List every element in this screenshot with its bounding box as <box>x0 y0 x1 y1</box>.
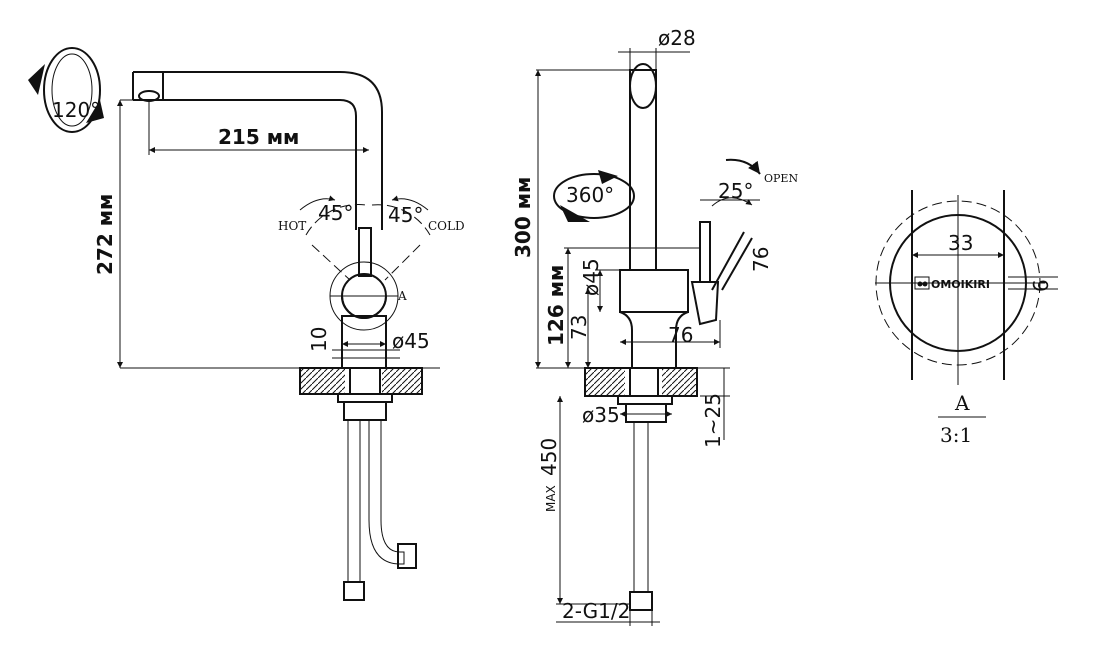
open-label: OPEN <box>764 172 798 185</box>
body-depth-dim: 76 <box>668 323 693 347</box>
drop-logo-icon <box>914 276 930 290</box>
hose-left <box>347 419 361 583</box>
mount-diameter-dim: ø35 <box>582 403 620 427</box>
rotation-360-label: 360° <box>566 183 614 207</box>
detail-mark: A <box>397 289 407 303</box>
front-view: 120° 215 мм 272 мм HOT COLD 45° 45° A <box>28 47 465 601</box>
side-lever <box>699 221 711 283</box>
hose-max-label: MAX <box>544 485 558 512</box>
spout-reach-dim: 215 мм <box>218 125 299 149</box>
lever-angle: 25° <box>718 179 753 203</box>
rotation-120-icon: 120° <box>28 47 104 133</box>
connection-dim: 2-G1/2 <box>562 599 630 623</box>
brand-logo: OMOIKIRI <box>931 278 990 291</box>
base-thickness-dim: 10 <box>307 327 331 352</box>
lever-length-dim: 76 <box>749 247 773 272</box>
hose-length-dim: 450 <box>537 438 561 476</box>
side-view: ø28 300 мм 360° ø45 25° OPEN 76 <box>511 26 798 626</box>
detail-label: A <box>954 391 970 415</box>
body-diameter-dim: ø45 <box>579 258 603 296</box>
lever-height-dim: 73 <box>567 315 591 340</box>
counter-thickness-dim: 1~25 <box>701 393 725 448</box>
spout-diameter-dim: ø28 <box>658 26 696 50</box>
lever <box>358 227 372 277</box>
spout <box>133 71 383 230</box>
rotation-360-icon: 360° <box>553 170 635 222</box>
rotation-120-label: 120° <box>52 98 100 122</box>
height-dim: 272 мм <box>93 194 117 275</box>
hot-angle: 45° <box>318 201 353 225</box>
detail-scale: 3:1 <box>940 423 972 447</box>
hot-label: HOT <box>278 219 306 233</box>
hose-right <box>368 419 405 565</box>
detail-width-dim: 33 <box>948 231 973 255</box>
cold-angle: 45° <box>388 203 423 227</box>
total-height-dim: 300 мм <box>511 177 535 258</box>
base-diameter-dim: ø45 <box>392 329 430 353</box>
cold-label: COLD <box>428 219 465 233</box>
detail-a: 33 6 OMOIKIRI A 3:1 <box>875 190 1058 447</box>
body-height-dim: 126 мм <box>544 265 568 346</box>
side-body <box>619 269 689 313</box>
logo-height-dim: 6 <box>1029 279 1053 292</box>
side-hose <box>633 421 649 593</box>
